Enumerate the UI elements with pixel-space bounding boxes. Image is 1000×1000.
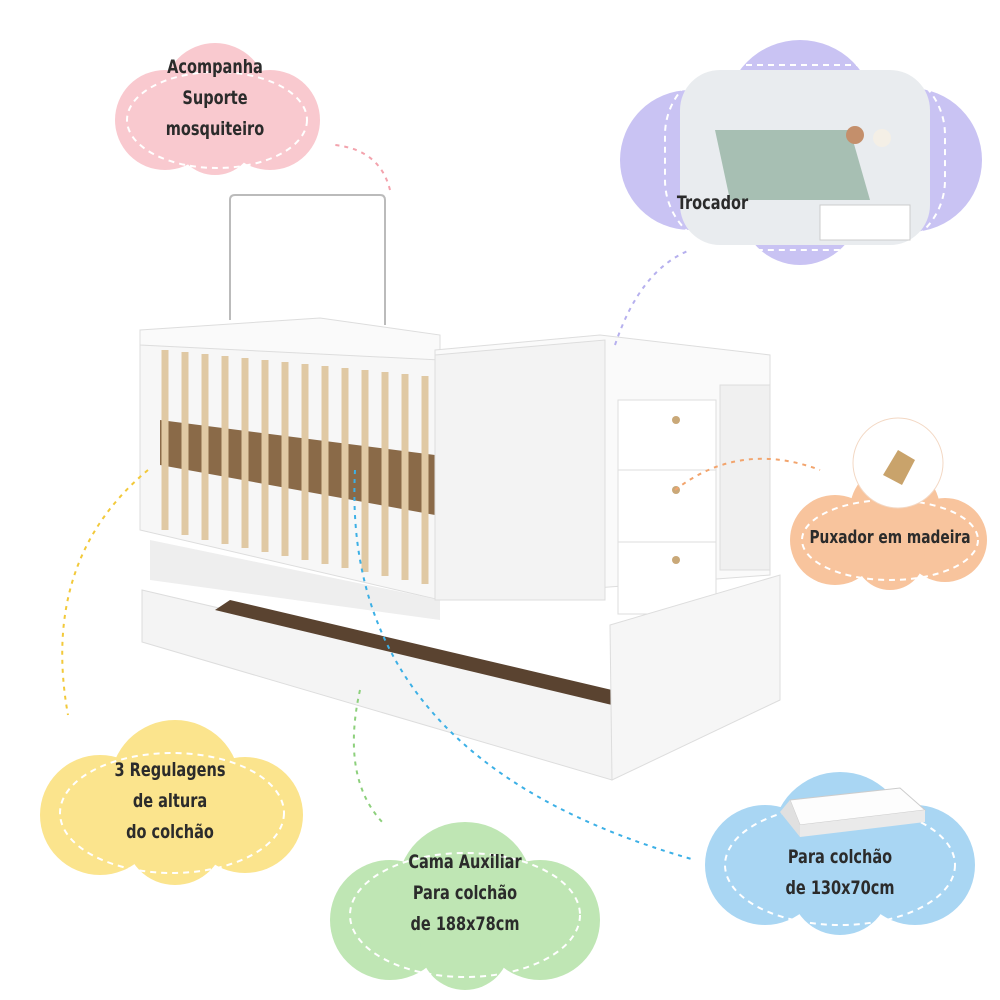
changer-label: Trocador: [676, 192, 749, 214]
changer-callout: Trocador: [620, 40, 985, 270]
handle-label: Puxador em madeira: [809, 527, 971, 548]
cloud-shape: [115, 43, 320, 175]
changer-photo: [680, 70, 930, 245]
handle-callout: Puxador em madeira: [790, 415, 990, 595]
mattress-image: [780, 787, 927, 837]
